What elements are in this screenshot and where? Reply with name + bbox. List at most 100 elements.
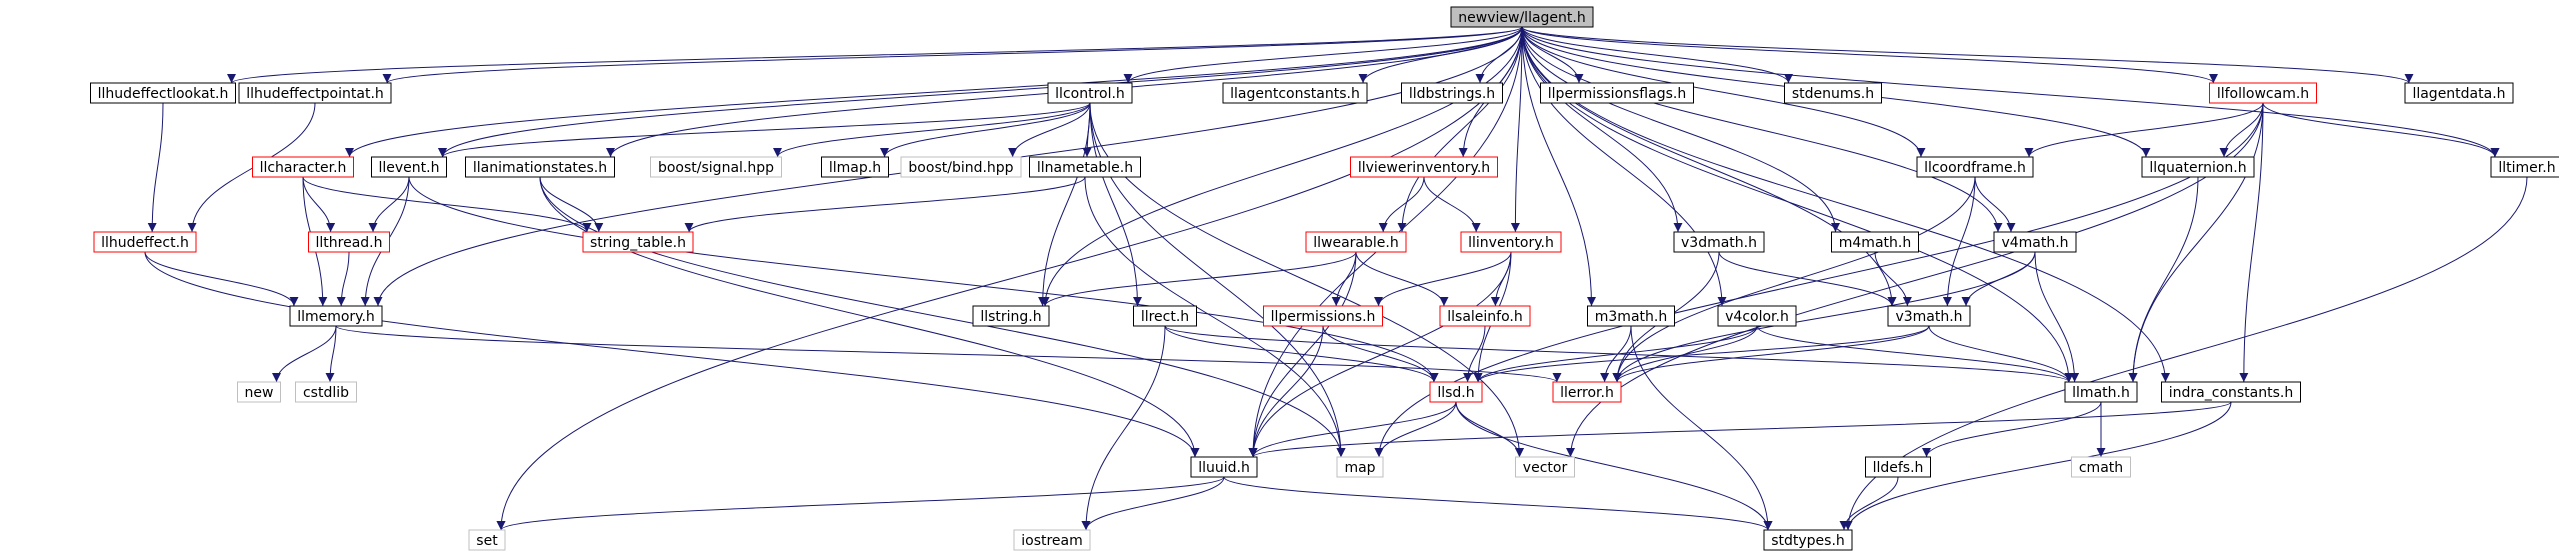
edge-llnametable-to-map: [1084, 176, 1346, 458]
node-label: llthread.h: [316, 235, 383, 251]
edge-llanimationstates-to-map: [539, 176, 1346, 458]
edge-llpermissions-to-llsd: [1322, 325, 1439, 383]
node-box: [1263, 305, 1383, 327]
edge-v3dmath-to-v3math: [1718, 251, 1897, 307]
node-llwearable[interactable]: llwearable.h: [1305, 231, 1407, 253]
node-m3math[interactable]: m3math.h: [1587, 305, 1675, 327]
node-llviewerinventory[interactable]: llviewerinventory.h: [1350, 156, 1498, 178]
edge-llmemory-to-llerror: [335, 325, 1562, 383]
node-llpermissionsflags[interactable]: llpermissionsflags.h: [1540, 82, 1694, 104]
node-lluuid[interactable]: lluuid.h: [1190, 456, 1258, 478]
node-label: llhudeffectlookat.h: [98, 86, 229, 102]
edge-llmemory-to-new: [272, 325, 337, 383]
node-label: llagentdata.h: [2412, 86, 2505, 102]
edge-root-to-llhudeffectpointat: [382, 26, 1523, 84]
node-label: boost/signal.hpp: [658, 160, 774, 176]
edge-llfollowcam-to-vector: [1566, 102, 2264, 458]
node-llfollowcam[interactable]: llfollowcam.h: [2209, 82, 2317, 104]
node-box: [1305, 231, 1407, 253]
node-box: [1450, 6, 1594, 28]
node-v3math[interactable]: v3math.h: [1887, 305, 1971, 327]
node-label: v4math.h: [2001, 235, 2068, 251]
node-label: llevent.h: [379, 160, 440, 176]
node-llthread[interactable]: llthread.h: [308, 231, 390, 253]
edge-lluuid-to-set: [496, 476, 1225, 531]
node-llerror[interactable]: llerror.h: [1552, 381, 1622, 403]
node-box: [1763, 529, 1853, 551]
node-label: lluuid.h: [1198, 460, 1250, 476]
node-box: [1515, 456, 1575, 478]
node-box: [468, 529, 506, 551]
node-llhudeffectlookat[interactable]: llhudeffectlookat.h: [90, 82, 236, 104]
edge-llsaleinfo-to-llsd: [1463, 325, 1486, 383]
node-string-table[interactable]: string_table.h: [582, 231, 694, 253]
edge-lluuid-to-stdtypes: [1223, 476, 1773, 531]
node-iostream: iostream: [1013, 529, 1091, 551]
node-label: lldbstrings.h: [1409, 86, 1495, 102]
edge-llmath-to-lldefs: [1922, 401, 2102, 458]
node-llcharacter[interactable]: llcharacter.h: [252, 156, 354, 178]
node-llsd[interactable]: llsd.h: [1429, 381, 1483, 403]
node-lltimer[interactable]: lltimer.h: [2490, 156, 2559, 178]
node-llcontrol[interactable]: llcontrol.h: [1047, 82, 1133, 104]
node-box: [1336, 456, 1384, 478]
node-lldbstrings[interactable]: lldbstrings.h: [1401, 82, 1503, 104]
node-box: [1673, 231, 1765, 253]
node-llpermissions[interactable]: llpermissions.h: [1263, 305, 1383, 327]
node-llinventory[interactable]: llinventory.h: [1460, 231, 1562, 253]
node-label: llmap.h: [829, 160, 881, 176]
node-box: [93, 231, 197, 253]
node-llsaleinfo[interactable]: llsaleinfo.h: [1439, 305, 1531, 327]
node-label: llagentconstants.h: [1230, 86, 1360, 102]
edge-lldefs-to-stdtypes: [1839, 476, 1899, 531]
edge-llviewerinventory-to-llinventory: [1423, 176, 1481, 233]
node-llrect[interactable]: llrect.h: [1133, 305, 1197, 327]
edge-root-to-llinventory: [1510, 26, 1523, 233]
edge-root-to-llcoordframe: [1521, 26, 1926, 158]
node-m4math[interactable]: m4math.h: [1831, 231, 1919, 253]
edge-root-to-m3math: [1521, 26, 1596, 307]
edge-root-to-indra-constants: [1521, 26, 2170, 383]
node-indra-constants[interactable]: indra_constants.h: [2161, 381, 2301, 403]
node-llnametable[interactable]: llnametable.h: [1029, 156, 1141, 178]
edge-llrect-to-iostream: [1081, 325, 1166, 531]
node-llanimationstates[interactable]: llanimationstates.h: [465, 156, 615, 178]
node-box: [1993, 231, 2077, 253]
node-llmemory[interactable]: llmemory.h: [289, 305, 383, 327]
node-box: [2064, 381, 2138, 403]
node-llcoordframe[interactable]: llcoordframe.h: [1916, 156, 2034, 178]
node-llquaternion[interactable]: llquaternion.h: [2141, 156, 2255, 178]
node-v4color[interactable]: v4color.h: [1717, 305, 1797, 327]
node-box: [295, 381, 357, 403]
edge-v3math-to-llsd: [1473, 325, 1930, 383]
node-label: vector: [1523, 460, 1568, 476]
edge-llcoordframe-to-llerror: [1612, 176, 1976, 383]
node-root[interactable]: newview/llagent.h: [1450, 6, 1594, 28]
node-map: map: [1336, 456, 1384, 478]
node-box: [238, 82, 392, 104]
node-llstring[interactable]: llstring.h: [972, 305, 1050, 327]
node-v3dmath[interactable]: v3dmath.h: [1673, 231, 1765, 253]
node-llagentconstants[interactable]: llagentconstants.h: [1222, 82, 1368, 104]
node-llhudeffectpointat[interactable]: llhudeffectpointat.h: [238, 82, 392, 104]
node-llmath[interactable]: llmath.h: [2064, 381, 2138, 403]
node-llmap[interactable]: llmap.h: [821, 156, 889, 178]
node-llevent[interactable]: llevent.h: [371, 156, 447, 178]
node-label: v4color.h: [1725, 309, 1789, 325]
node-v4math[interactable]: v4math.h: [1993, 231, 2077, 253]
node-llhudeffect[interactable]: llhudeffect.h: [93, 231, 197, 253]
node-box: [582, 231, 694, 253]
edge-llinventory-to-llpermissions: [1374, 251, 1512, 307]
edge-llcontrol-to-map: [1089, 102, 1346, 458]
node-stdenums[interactable]: stdenums.h: [1784, 82, 1882, 104]
node-box: [1222, 82, 1368, 104]
node-llagentdata[interactable]: llagentdata.h: [2404, 82, 2514, 104]
node-box: [465, 156, 615, 178]
node-stdtypes[interactable]: stdtypes.h: [1763, 529, 1853, 551]
node-box: [2071, 456, 2131, 478]
node-label: llnametable.h: [1037, 160, 1133, 176]
edge-llfollowcam-to-llmath: [2128, 102, 2264, 383]
node-lldefs[interactable]: lldefs.h: [1865, 456, 1931, 478]
node-label: llstring.h: [980, 309, 1041, 325]
